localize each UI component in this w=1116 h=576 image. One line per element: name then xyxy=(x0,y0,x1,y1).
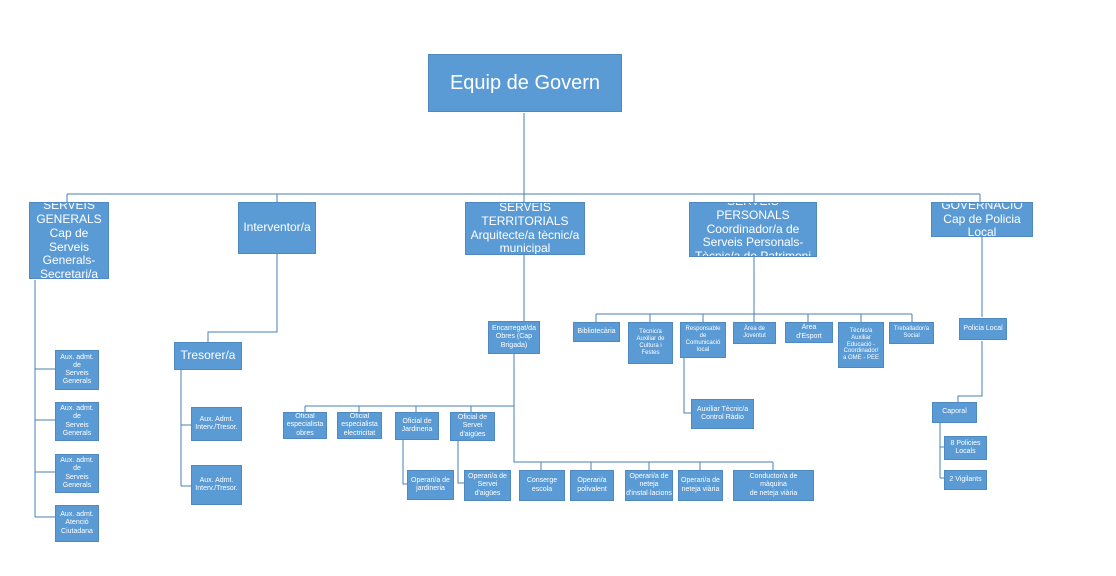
auxiliar-control-radio-box: Auxiliar Tècnic/a Control Ràdio xyxy=(691,399,754,429)
policies-locals-box: 8 Policies Locals xyxy=(944,436,987,460)
connector xyxy=(595,314,913,322)
operari-polivalent-box: Operari/a polivalent xyxy=(570,470,614,501)
aux-admt-serveis-generals-box: Aux. admt. de Serveis Generals xyxy=(55,454,99,493)
connector xyxy=(683,358,691,414)
connector xyxy=(304,354,515,412)
area-esport-box: Àrea d'Esport xyxy=(785,322,833,343)
connector xyxy=(957,341,983,402)
caporal-box: Caporal xyxy=(932,402,977,423)
aux-admt-interv-tresor-box: Aux. Admt. Interv./Tresor. xyxy=(191,407,242,441)
oficial-obres-box: Oficial especialista obres xyxy=(283,412,327,439)
area-joventut-box: Àrea de Joventut xyxy=(733,322,776,344)
vigilants-box: 2 Vigilants xyxy=(944,470,987,490)
tresorer-box: Tresorer/a xyxy=(174,342,242,370)
operari-jardineria-box: Operari/a de jardineria xyxy=(407,470,454,500)
aux-admt-atencio-ciutadana-box: Aux. admt. Atenció Ciutadana xyxy=(55,505,99,542)
conductor-maquina-neteja-box: Conductor/a de màquina de neteja viària xyxy=(733,470,814,501)
operari-neteja-viaria-box: Operari/a de neteja viària xyxy=(678,470,723,501)
connector xyxy=(596,257,912,315)
equip-de-govern-box: Equip de Govern xyxy=(428,54,622,112)
connector xyxy=(457,441,464,484)
connector xyxy=(67,113,980,195)
serveis-personals-box: SERVEIS PERSONALS Coordinador/a de Serve… xyxy=(689,202,817,257)
oficial-servei-aigues-box: Oficial de Servei d'aigües xyxy=(450,412,495,441)
policia-local-box: Policia Local xyxy=(959,318,1007,340)
conserge-escola-box: Conserge escola xyxy=(519,470,565,501)
tecnic-cultura-festes-box: Tècnic/a Auxiliar de Cultura i Festes xyxy=(628,322,673,364)
serveis-generals-box: SERVEIS GENERALS Cap de Serveis Generals… xyxy=(29,202,109,279)
interventor-box: Interventor/a xyxy=(238,202,316,254)
operari-neteja-installacions-box: Operari/a de neteja d'instal·lacions xyxy=(625,470,673,501)
connector xyxy=(402,440,407,485)
connector xyxy=(34,280,55,518)
aux-admt-serveis-generals-box: Aux. admt. de Serveis Generals xyxy=(55,402,99,441)
governacio-box: GOVERNACIÓ Cap de Policia Local xyxy=(931,202,1033,237)
oficial-electricitat-box: Oficial especialista electricitat xyxy=(337,412,382,439)
responsable-comunicacio-box: Responsable de Comunicació local xyxy=(680,322,726,358)
operari-servei-aigues-box: Operari/a de Servei d'aigües xyxy=(464,470,511,501)
connector xyxy=(939,423,944,479)
encarregat-obres-box: Encarregat/da Obres (Cap Brigada) xyxy=(488,321,540,354)
bibliotecaria-box: Bibliotecària xyxy=(573,322,620,342)
tecnic-educacio-box: Tècnic/a Auxiliar Educació - Coordinador… xyxy=(838,322,884,368)
oficial-jardineria-box: Oficial de Jardineria xyxy=(395,412,439,440)
aux-admt-interv-tresor-box: Aux. Admt. Interv./Tresor. xyxy=(191,465,242,505)
aux-admt-serveis-generals-box: Aux. admt. de Serveis Generals xyxy=(55,350,99,390)
connector xyxy=(513,406,774,470)
connector xyxy=(207,254,278,342)
serveis-territorials-box: SERVEIS TERRITORIALS Arquitecte/a tècnic… xyxy=(465,202,585,255)
treballador-social-box: Treballador/a Social xyxy=(889,322,934,344)
connector xyxy=(66,194,981,202)
connector xyxy=(180,370,191,487)
